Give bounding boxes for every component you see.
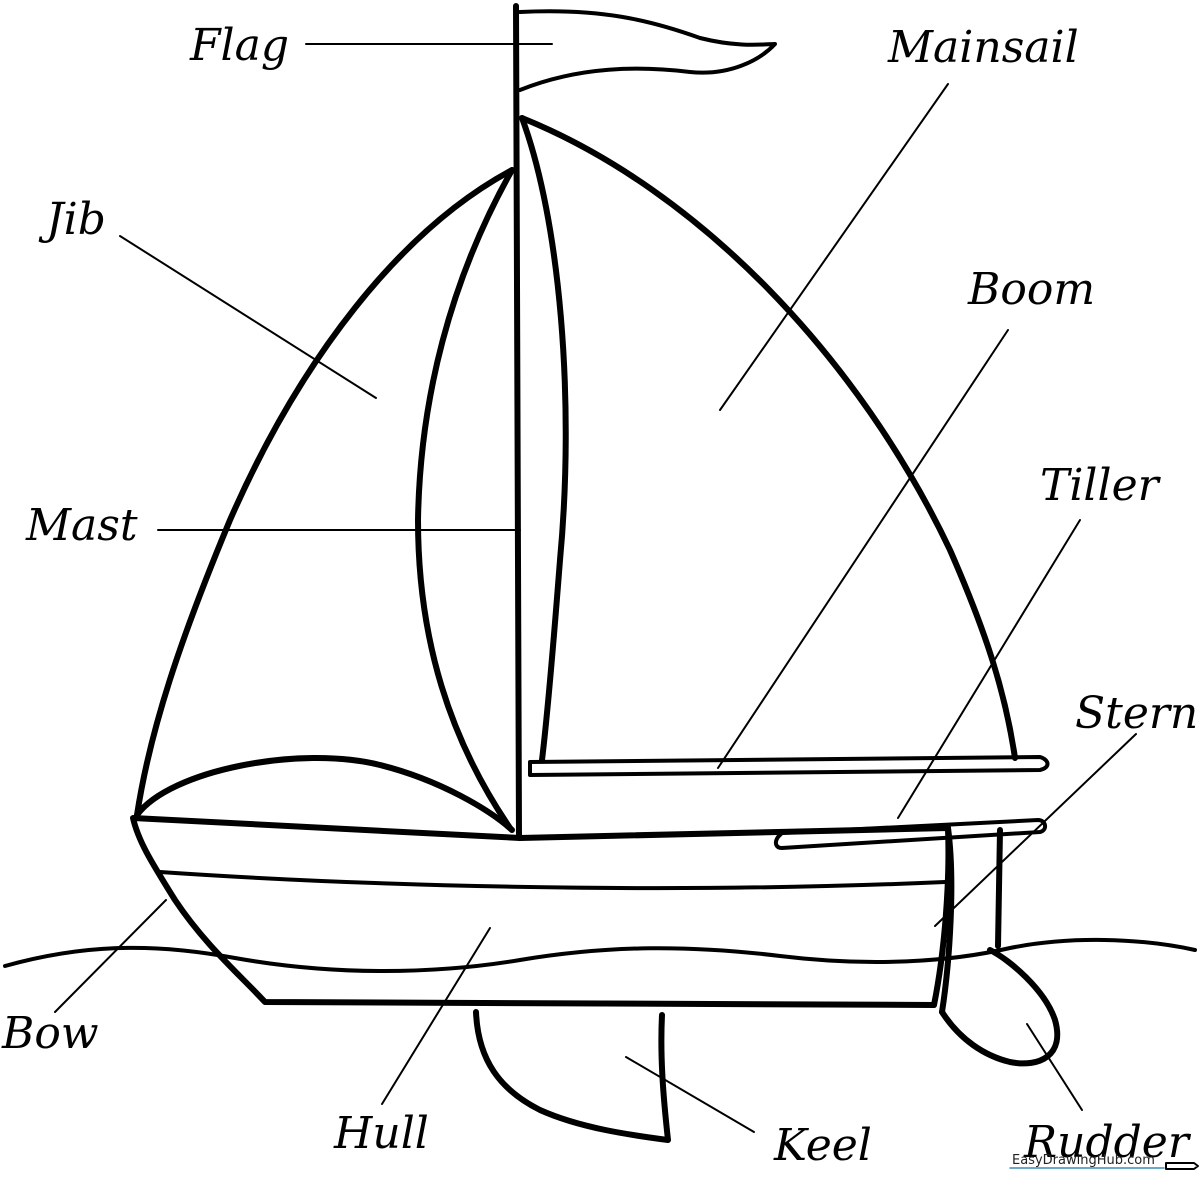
flag [518, 9, 777, 92]
label-tiller: Tiller [1040, 460, 1162, 511]
leader-keel [625, 1056, 755, 1133]
jib-leech [415, 167, 515, 831]
label-keel: Keel [773, 1120, 872, 1171]
hull [130, 815, 952, 1008]
label-rudder: Rudder [1023, 1117, 1192, 1168]
tiller [773, 818, 1047, 850]
water-line [3, 937, 1197, 974]
leader-hull [381, 927, 491, 1105]
label-boom: Boom [967, 264, 1095, 315]
pencil-icon [1165, 1162, 1199, 1170]
boom [528, 755, 1050, 777]
leader-bow [54, 899, 167, 1013]
label-hull: Hull [333, 1108, 429, 1159]
leader-boom [717, 329, 1009, 769]
mainsail [519, 115, 1018, 761]
leader-tiller [897, 519, 1081, 819]
watermark: EasyDrawingHub.com [1012, 1153, 1155, 1168]
deck-curve [134, 755, 515, 833]
label-flag: Flag [189, 20, 289, 71]
rudder-stock [995, 827, 1003, 949]
label-stern: Stern [1075, 688, 1198, 739]
leader-jib [119, 235, 377, 399]
rudder-edge [939, 825, 955, 1015]
jib [134, 167, 515, 818]
leader-stern [934, 733, 1137, 927]
keel [473, 1009, 671, 1143]
label-mast: Mast [25, 500, 138, 551]
rudder [939, 947, 1061, 1067]
mainsail-luff [519, 115, 569, 763]
label-mainsail: Mainsail [887, 22, 1079, 73]
label-jib: Jib [38, 194, 106, 245]
label-bow: Bow [1, 1008, 99, 1059]
hull-stripe [158, 870, 947, 891]
leader-rudder [1026, 1023, 1083, 1111]
mast [513, 3, 522, 841]
leader-mainsail [719, 83, 949, 411]
